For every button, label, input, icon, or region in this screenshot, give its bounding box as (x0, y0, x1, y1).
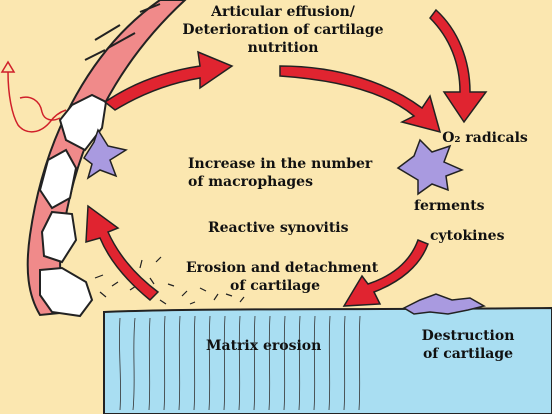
cytokines-label: cytokines (430, 228, 505, 244)
macrophage-icon (82, 128, 486, 315)
erosion-label-line2: of cartilage (230, 278, 321, 294)
destruction-label-line1: Destruction (421, 328, 515, 344)
o2-radicals-label: O₂ radicals (442, 130, 528, 146)
matrix-erosion-label: Matrix erosion (206, 338, 322, 354)
vessel-lines (0, 60, 67, 133)
effusion-label-line2: Deterioration of cartilage (182, 22, 384, 38)
effusion-label-line3: nutrition (247, 40, 319, 56)
macrophages-label-line2: of macrophages (188, 174, 313, 190)
effusion-label-line1: Articular effusion/ (211, 4, 355, 20)
curved-arrow-icon (85, 8, 488, 307)
synovitis-label: Reactive synovitis (208, 220, 349, 236)
destruction-label-line2: of cartilage (422, 346, 514, 362)
ferments-label: ferments (414, 198, 485, 214)
cartilage-block (94, 256, 552, 414)
macrophages-label-line1: Increase in the number (188, 156, 373, 172)
erosion-label-line1: Erosion and detachment (186, 260, 379, 276)
bone-fragment-icon (38, 93, 238, 392)
